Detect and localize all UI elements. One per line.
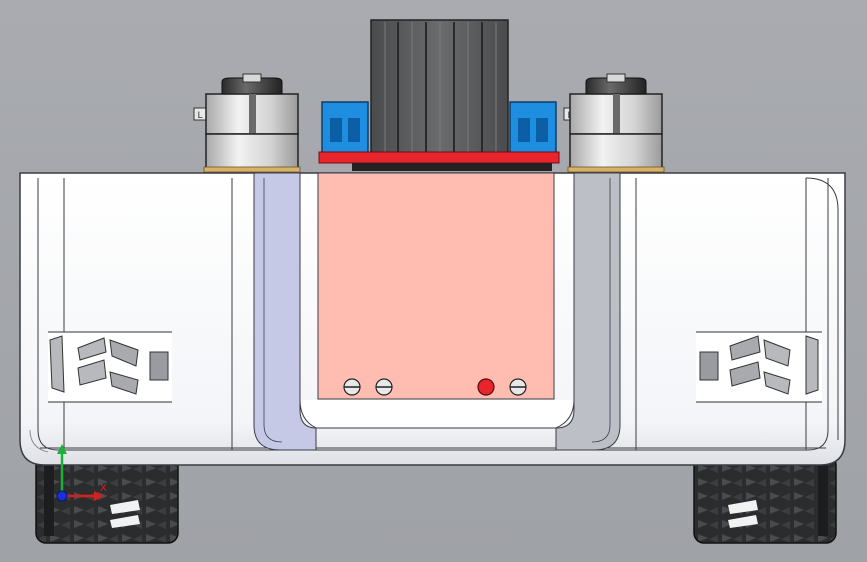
triad-y-arrow [57,444,67,454]
screw-3 [509,378,527,396]
heatsink[interactable] [370,19,509,156]
pcb [318,151,560,164]
left-motor[interactable]: L [193,73,301,173]
left-terminal-block[interactable] [321,101,369,155]
led-indicator [477,378,495,396]
triad-z-axis [56,490,68,502]
screw-1 [343,378,361,396]
right-wheel[interactable] [693,454,837,544]
battery-bay[interactable] [299,172,575,429]
motor-driver-board[interactable] [318,101,560,171]
coordinate-triad[interactable]: X [56,444,107,502]
left-wheel[interactable] [35,454,179,544]
left-tire-cutaway [48,331,172,403]
triad-x-label: X [100,483,107,494]
left-motor-label: L [197,111,202,121]
right-channel[interactable] [555,172,621,451]
triad-x-arrow [94,491,104,501]
header-pins [352,163,552,171]
right-motor[interactable]: L [563,73,665,173]
screw-2 [375,378,393,396]
left-channel[interactable] [253,172,317,451]
right-tire-cutaway [696,331,822,403]
right-terminal-block[interactable] [509,101,557,155]
